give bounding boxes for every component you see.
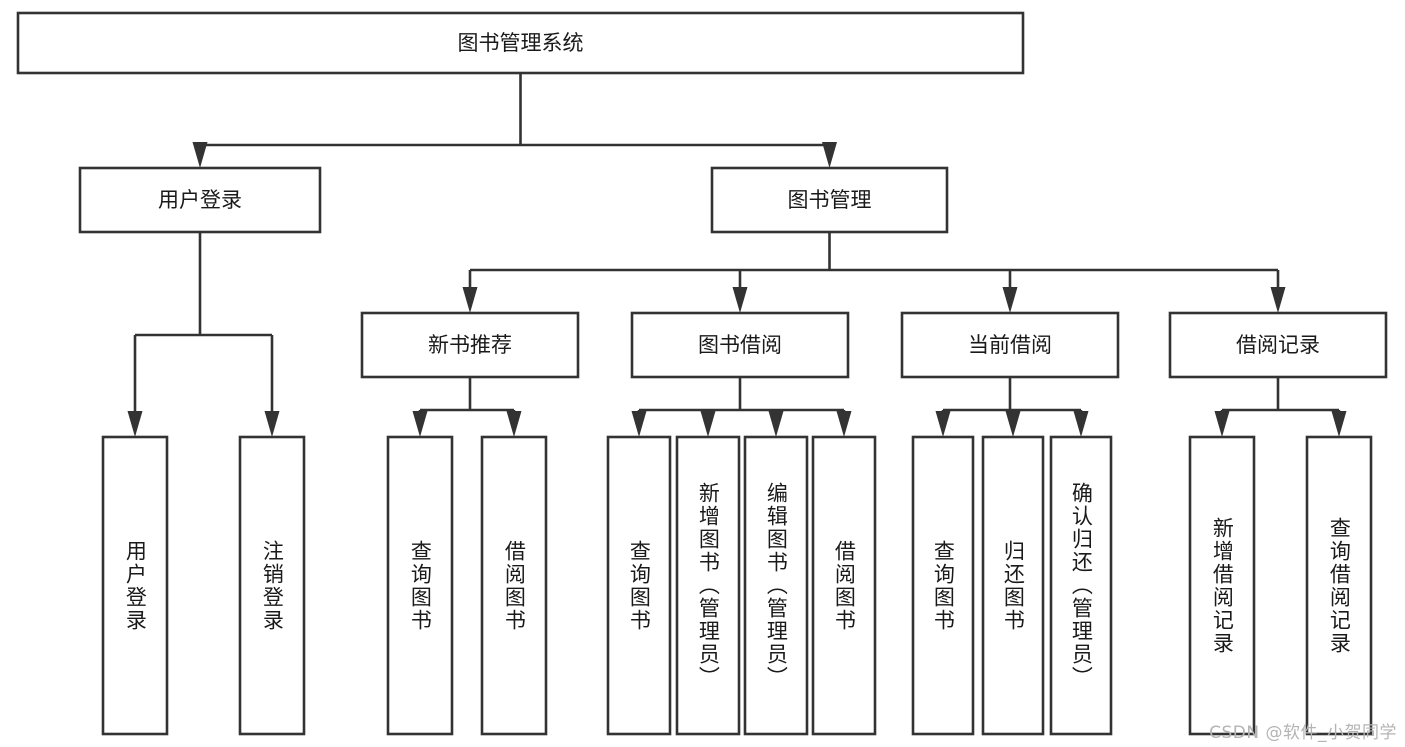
arrow-head-icon [1331, 411, 1347, 437]
arrow-head-icon [822, 142, 837, 168]
node-current-borrow[interactable]: 当前借阅 [900, 311, 1120, 379]
node-label: 图书借阅 [698, 333, 782, 357]
arrow-head-icon [836, 411, 852, 437]
node-box [606, 435, 672, 736]
arrow-head-icon [1270, 287, 1286, 313]
node-leaf-record-query[interactable] [1305, 435, 1373, 736]
node-leaf-borrow-query-book[interactable] [606, 435, 672, 736]
node-root[interactable]: 图书管理系统 [16, 11, 1025, 75]
node-box [743, 435, 809, 736]
node-box [911, 435, 975, 736]
arrow-head-icon [1005, 411, 1021, 437]
node-user-login[interactable]: 用户登录 [78, 166, 322, 234]
node-box [480, 435, 548, 736]
arrow-head-icon [462, 287, 478, 313]
node-box [981, 435, 1045, 736]
node-box [1168, 311, 1388, 379]
node-label: 新书推荐 [428, 333, 512, 357]
arrow-head-icon [412, 411, 428, 437]
node-new-book-recommend[interactable]: 新书推荐 [360, 311, 580, 379]
node-leaf-rec-borrow-book[interactable] [480, 435, 548, 736]
arrow-head-icon [127, 411, 143, 437]
node-box [900, 311, 1120, 379]
node-box [811, 435, 877, 736]
arrow-head-icon [935, 411, 951, 437]
node-box [360, 311, 580, 379]
node-leaf-current-confirm-return[interactable] [1049, 435, 1113, 736]
node-label: 图书管理系统 [458, 31, 584, 55]
node-label: 用户登录 [158, 188, 242, 212]
arrow-head-icon [700, 411, 716, 437]
node-leaf-rec-query-book[interactable] [386, 435, 454, 736]
arrow-head-icon [732, 287, 748, 313]
arrow-head-icon [506, 411, 522, 437]
edge-layer [127, 73, 1347, 437]
node-box [16, 11, 1025, 75]
arrow-head-icon [1002, 287, 1018, 313]
node-leaf-current-return-book[interactable] [981, 435, 1045, 736]
arrow-head-icon [1073, 411, 1089, 437]
node-box [1188, 435, 1256, 736]
node-leaf-borrow-edit-book[interactable] [743, 435, 809, 736]
node-borrow-record[interactable]: 借阅记录 [1168, 311, 1388, 379]
node-box [1049, 435, 1113, 736]
node-box [710, 166, 949, 234]
arrow-head-icon [631, 411, 647, 437]
node-leaf-borrow-add-book[interactable] [675, 435, 741, 736]
node-leaf-user-logout[interactable] [238, 435, 306, 736]
node-leaf-borrow-borrow-book[interactable] [811, 435, 877, 736]
node-book-manage[interactable]: 图书管理 [710, 166, 949, 234]
node-box [1305, 435, 1373, 736]
node-book-borrow[interactable]: 图书借阅 [630, 311, 850, 379]
arrow-head-icon [1214, 411, 1230, 437]
node-box [101, 435, 169, 736]
node-box [78, 166, 322, 234]
arrow-head-icon [768, 411, 784, 437]
node-leaf-record-add[interactable] [1188, 435, 1256, 736]
node-label: 借阅记录 [1236, 333, 1320, 357]
node-box [675, 435, 741, 736]
node-label: 图书管理 [788, 188, 872, 212]
node-box [238, 435, 306, 736]
node-box [630, 311, 850, 379]
node-label: 当前借阅 [968, 333, 1052, 357]
arrow-head-icon [264, 411, 280, 437]
node-leaf-user-login[interactable] [101, 435, 169, 736]
watermark-text: CSDN @软件_小贺同学 [1209, 723, 1397, 743]
arrow-head-icon [192, 142, 208, 168]
node-box [386, 435, 454, 736]
node-leaf-current-query-book[interactable] [911, 435, 975, 736]
